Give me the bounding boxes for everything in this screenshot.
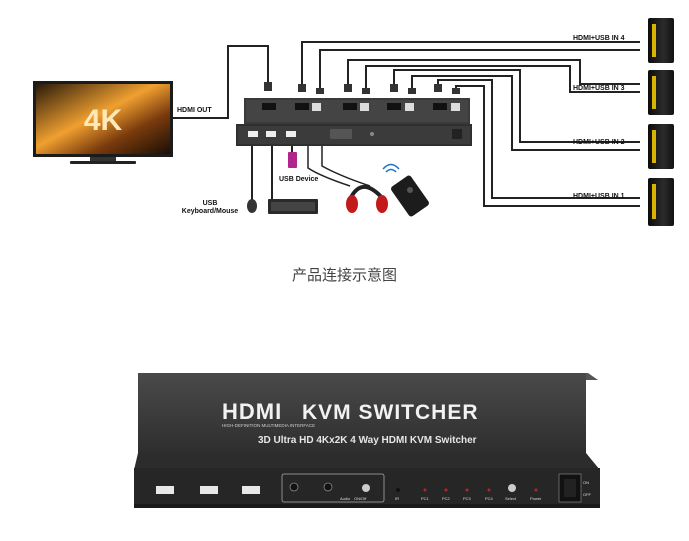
hdmi-out-cable bbox=[173, 45, 272, 119]
panel-label-ir: IR bbox=[395, 496, 399, 501]
ir-remote-icon bbox=[382, 163, 429, 217]
usb-peripheral-cables bbox=[251, 146, 273, 204]
hdmi-out-label: HDMI OUT bbox=[177, 107, 212, 114]
panel-label-pc4: PC4 bbox=[485, 496, 494, 501]
input-2-label: HDMI+USB IN 2 bbox=[573, 139, 625, 146]
input-connectors bbox=[298, 84, 460, 94]
mouse bbox=[247, 199, 257, 213]
input-cables bbox=[301, 41, 640, 207]
pc-tower-1 bbox=[648, 178, 674, 226]
panel-label-on: ON bbox=[583, 480, 589, 485]
switch-front-panel bbox=[236, 124, 472, 146]
input-4-label: HDMI+USB IN 4 bbox=[573, 35, 625, 42]
panel-label-audio: Audio bbox=[340, 496, 351, 501]
input-1-label: HDMI+USB IN 1 bbox=[573, 193, 625, 200]
keyboard-mouse-label: Keyboard/Mouse bbox=[182, 208, 239, 215]
kvm-switch-product bbox=[134, 373, 600, 508]
usb-label: USB bbox=[203, 200, 218, 207]
tv-4k-label: 4K bbox=[84, 104, 123, 137]
product-brand-sub: HIGH-DEFINITION MULTIMEDIA INTERFACE bbox=[222, 423, 315, 428]
keyboard bbox=[268, 199, 318, 214]
pc-tower-4 bbox=[648, 18, 674, 63]
product-brand: HDMI bbox=[222, 399, 282, 424]
input-3-label: HDMI+USB IN 3 bbox=[573, 85, 625, 92]
headphones-icon bbox=[346, 185, 388, 213]
panel-label-pc1: PC1 bbox=[421, 496, 430, 501]
tv-monitor bbox=[33, 81, 173, 164]
audio-cables bbox=[307, 146, 371, 187]
panel-label-pc3: PC3 bbox=[463, 496, 472, 501]
pc-tower-2 bbox=[648, 124, 674, 169]
usb-device-label: USB Device bbox=[279, 176, 318, 183]
panel-label-onoff: ON/Off bbox=[354, 496, 367, 501]
product-brand-suffix: KVM SWITCHER bbox=[302, 401, 479, 424]
panel-label-select: Select bbox=[505, 496, 517, 501]
pc-tower-3 bbox=[648, 70, 674, 115]
switch-back-panel bbox=[244, 98, 470, 124]
panel-label-power: Power bbox=[530, 496, 542, 501]
product-subtitle: 3D Ultra HD 4Kx2K 4 Way HDMI KVM Switche… bbox=[258, 435, 477, 446]
diagram-caption: 产品连接示意图 bbox=[291, 266, 397, 284]
panel-label-off: OFF bbox=[583, 492, 592, 497]
usb-flash-drive bbox=[288, 146, 297, 168]
panel-label-pc2: PC2 bbox=[442, 496, 451, 501]
